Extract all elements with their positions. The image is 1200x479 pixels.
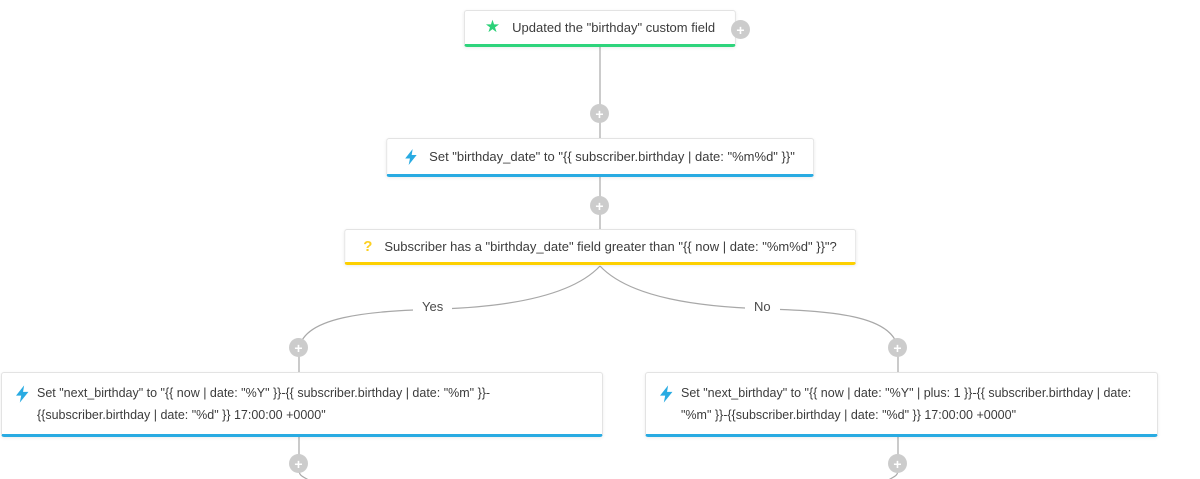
add-step-button-below-yes-action[interactable]: + [289,454,308,473]
star-icon: ★ [484,17,501,37]
add-step-button-below-no-action[interactable]: + [888,454,907,473]
add-step-button-yes-branch[interactable]: + [289,338,308,357]
action-node-label: Set "birthday_date" to "{{ subscriber.bi… [429,149,795,164]
action-node-label: Set "next_birthday" to "{{ now | date: "… [37,386,491,422]
condition-node-label: Subscriber has a "birthday_date" field g… [384,238,837,254]
question-mark-icon: ? [363,237,373,255]
action-node-set-birthday-date[interactable]: Set "birthday_date" to "{{ subscriber.bi… [386,138,814,177]
add-step-button-between-trigger-and-action[interactable]: + [590,104,609,123]
trigger-node-label: Updated the "birthday" custom field [512,20,716,35]
lightning-icon [660,385,673,403]
add-step-button-next-to-trigger[interactable]: + [731,20,750,39]
action-node-label: Set "next_birthday" to "{{ now | date: "… [681,386,1132,422]
add-step-button-between-action-and-condition[interactable]: + [590,196,609,215]
action-node-set-next-birthday-yes[interactable]: Set "next_birthday" to "{{ now | date: "… [1,372,603,437]
lightning-icon [405,148,417,165]
lightning-icon [16,385,29,403]
condition-node-birthday-date-check[interactable]: ? Subscriber has a "birthday_date" field… [344,229,856,265]
add-step-button-no-branch[interactable]: + [888,338,907,357]
branch-label-yes: Yes [413,298,453,315]
connector-branch-no [599,265,899,372]
branch-label-no: No [745,298,780,315]
action-node-set-next-birthday-no[interactable]: Set "next_birthday" to "{{ now | date: "… [645,372,1158,437]
trigger-node-birthday-updated[interactable]: ★ Updated the "birthday" custom field [463,10,737,47]
connector-branch-yes [298,265,601,372]
